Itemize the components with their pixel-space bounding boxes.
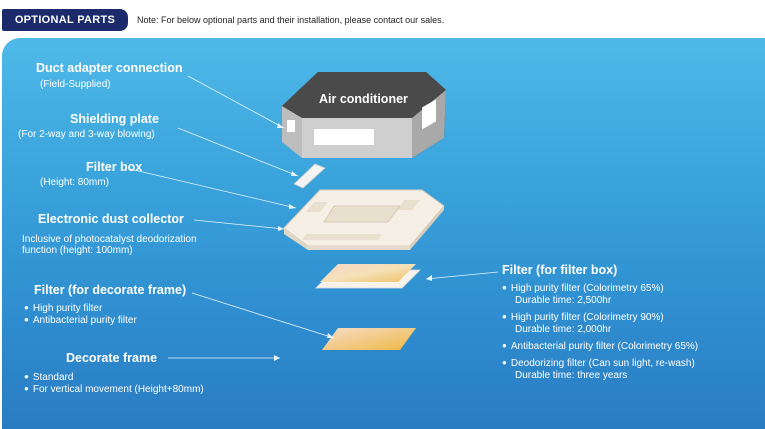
shield-sub: (For 2-way and 3-way blowing)	[18, 129, 155, 140]
decoframe-list: Standard For vertical movement (Height+8…	[24, 372, 204, 396]
decoframe-title: Decorate frame	[66, 351, 158, 365]
shield-title: Shielding plate	[70, 112, 159, 126]
air-conditioner-unit	[282, 72, 446, 158]
ac-label: Air conditioner	[319, 92, 408, 106]
filter-box-filter	[315, 264, 421, 289]
diagram-panel: Air conditioner Duct adapter connection …	[2, 38, 765, 429]
sales-note: Note: For below optional parts and their…	[137, 15, 445, 25]
decofilter-item: High purity filter	[24, 303, 137, 315]
dust-sub1: Inclusive of photocatalyst deodorization	[22, 234, 197, 245]
decoframe-item: Standard	[24, 372, 204, 384]
filterbox-title: Filter box	[86, 160, 143, 174]
boxfilter-item: High purity filter (Colorimetry 65%)	[502, 283, 698, 295]
boxfilter-item: High purity filter (Colorimetry 90%)	[502, 312, 698, 324]
dust-sub2: function (height: 100mm)	[22, 245, 133, 256]
decofilter-item: Antibacterial purity filter	[24, 315, 137, 327]
optional-parts-tag: OPTIONAL PARTS	[2, 9, 128, 31]
decofilter-title: Filter (for decorate frame)	[34, 283, 187, 297]
leader-arrows	[274, 123, 432, 361]
boxfilter-durable: Durable time: 2,500hr	[515, 295, 612, 306]
dust-collector-frame	[283, 189, 445, 250]
decoframe-item: For vertical movement (Height+80mm)	[24, 384, 204, 396]
boxfilter-item: Antibacterial purity filter (Colorimetry…	[502, 341, 698, 353]
shielding-plate	[293, 163, 326, 189]
leader-lines	[129, 75, 499, 359]
exploded-diagram	[129, 72, 499, 361]
boxfilter-item: Deodorizing filter (Can sun light, re-wa…	[502, 358, 698, 370]
duct-title: Duct adapter connection	[36, 61, 183, 75]
boxfilter-list: High purity filter (Colorimetry 65%) Dur…	[502, 283, 698, 382]
filterbox-sub: (Height: 80mm)	[40, 177, 109, 188]
duct-sub: (Field-Supplied)	[40, 79, 111, 90]
decofilter-list: High purity filter Antibacterial purity …	[24, 303, 137, 327]
boxfilter-durable: Durable time: three years	[515, 370, 628, 381]
dust-title: Electronic dust collector	[38, 212, 184, 226]
boxfilter-title: Filter (for filter box)	[502, 263, 618, 277]
boxfilter-durable: Durable time: 2,000hr	[515, 324, 612, 335]
decorate-frame-filter	[322, 328, 416, 350]
